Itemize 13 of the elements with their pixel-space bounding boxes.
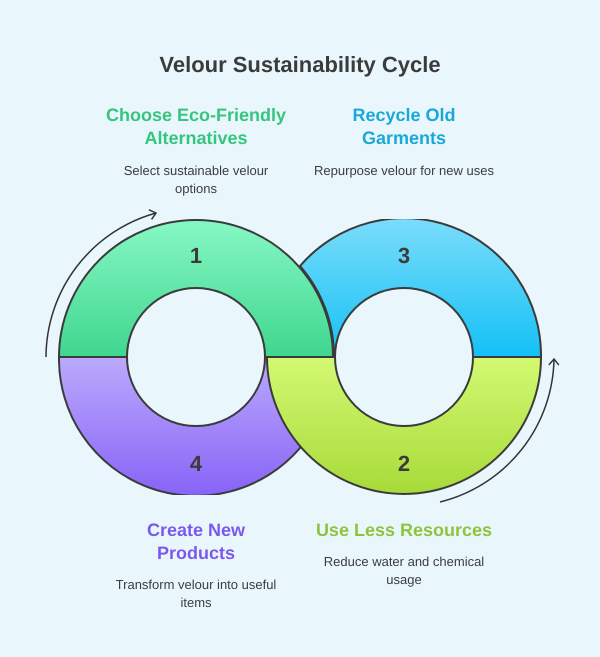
step-description: Select sustainable velour options bbox=[122, 162, 270, 198]
diagram-title: Velour Sustainability Cycle bbox=[158, 51, 442, 79]
step-description: Reduce water and chemical usage bbox=[322, 553, 486, 589]
step-number: 2 bbox=[396, 450, 412, 478]
step-heading: Choose Eco-Friendly Alternatives bbox=[104, 104, 288, 150]
step-number: 1 bbox=[188, 242, 204, 270]
step-heading: Create New Products bbox=[146, 519, 246, 565]
step-number: 3 bbox=[396, 242, 412, 270]
step-heading: Recycle Old Garments bbox=[351, 104, 457, 150]
step-description: Transform velour into useful items bbox=[114, 576, 278, 612]
step-description: Repurpose velour for new uses bbox=[314, 162, 494, 180]
step-number: 4 bbox=[188, 450, 204, 478]
step-heading: Use Less Resources bbox=[314, 519, 494, 542]
